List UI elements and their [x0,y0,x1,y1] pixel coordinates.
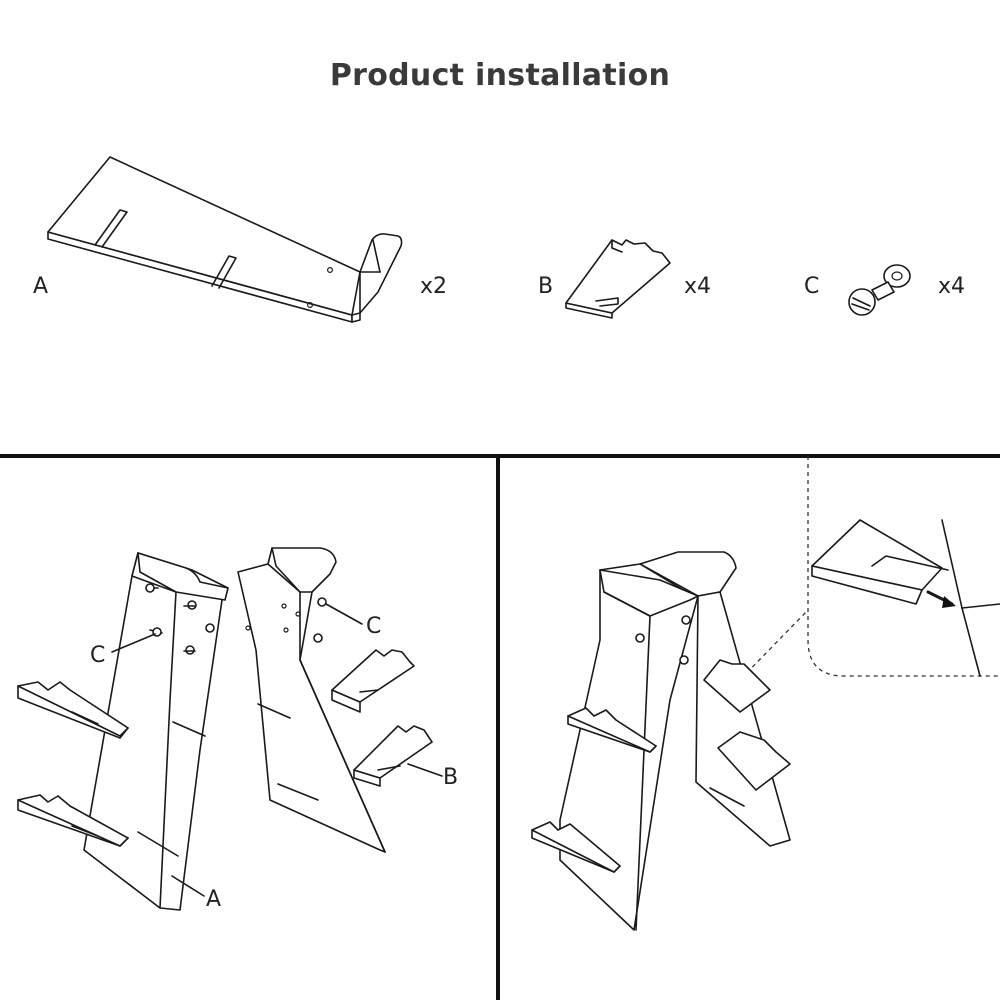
part-c-quantity: x4 [938,274,966,299]
step2-assembled-view [531,456,1000,931]
part-c-screw-drawing [848,264,911,316]
part-a-drawing [47,156,403,323]
part-a-letter: A [33,274,49,299]
part-b-quantity: x4 [684,274,712,299]
part-b-letter: B [538,274,554,299]
callout-c-left: C [90,643,106,668]
callout-a: A [206,887,222,912]
callout-c-right: C [366,614,382,639]
callout-b: B [443,765,459,790]
part-a-quantity: x2 [420,274,448,299]
step-panel-frames [0,454,1000,1000]
step1-exploded-view [17,547,443,911]
part-c-letter: C [804,274,820,299]
page-title: Product installation [329,58,671,93]
part-b-drawing [565,239,671,319]
